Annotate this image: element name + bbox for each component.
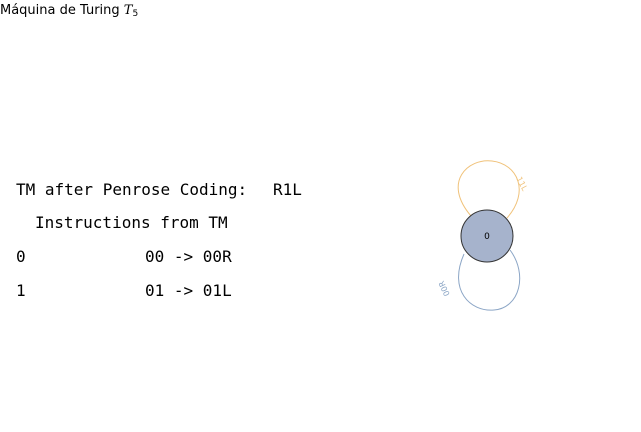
state-label: 0	[484, 232, 490, 242]
instruction-row-1-index: 1	[16, 281, 26, 300]
title-subscript: 5	[132, 9, 139, 19]
instruction-row-1-rule: 01 -> 01L	[145, 281, 232, 300]
title-prefix: Máquina de Turing	[0, 3, 124, 18]
top-loop-label: 11L	[514, 175, 529, 193]
instructions-heading: Instructions from TM	[35, 213, 228, 232]
title-symbol: T	[123, 3, 133, 18]
state-node	[460, 209, 514, 263]
bottom-self-loop	[458, 249, 521, 311]
page-title: Máquina de Turing T5	[0, 3, 138, 19]
top-self-loop	[457, 160, 520, 219]
state-diagram: 11L 00R 0	[437, 160, 529, 311]
instruction-row-0-index: 0	[16, 247, 26, 266]
coding-value: R1L	[273, 180, 302, 199]
coding-label: TM after Penrose Coding:	[16, 180, 248, 199]
instruction-row-0-rule: 00 -> 00R	[145, 247, 232, 266]
bottom-loop-label: 00R	[437, 279, 452, 297]
